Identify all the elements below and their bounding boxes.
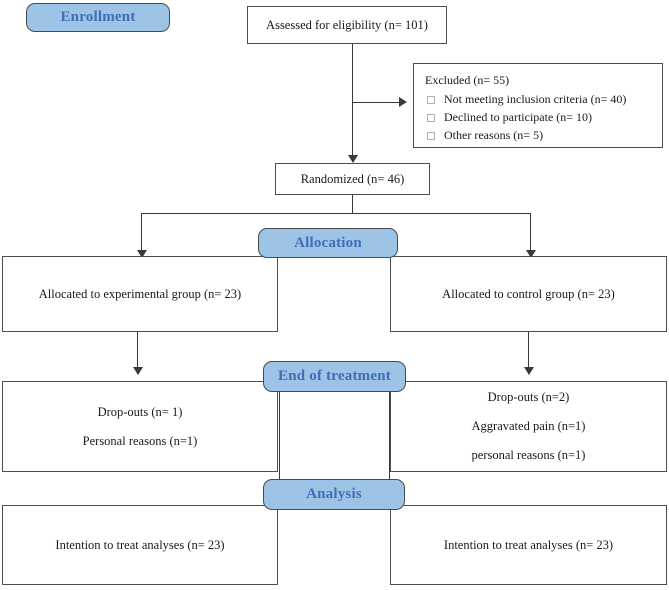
bullet-square-icon — [427, 132, 435, 141]
connector-control-to-end — [528, 332, 529, 374]
box-randomized: Randomized (n= 46) — [275, 163, 430, 195]
arrowhead-to-excluded — [399, 97, 407, 107]
dropouts-experimental-line: Drop-outs (n= 1) — [97, 404, 183, 419]
analysis-control-text: Intention to treat analyses (n= 23) — [443, 537, 614, 552]
stage-label-analysis: Analysis — [306, 486, 362, 502]
excluded-reason-text: Not meeting inclusion criteria (n= 40) — [444, 92, 627, 106]
box-allocated-control: Allocated to control group (n= 23) — [390, 256, 667, 332]
box-analysis-experimental: Intention to treat analyses (n= 23) — [2, 505, 278, 585]
dropouts-control-line: Drop-outs (n=2) — [487, 390, 570, 404]
box-allocated-experimental: Allocated to experimental group (n= 23) — [2, 256, 278, 332]
dropouts-control-line: personal reasons (n=1) — [471, 448, 586, 462]
arrowhead-to-control-allocation — [526, 250, 536, 258]
arrowhead-to-randomized — [348, 155, 358, 163]
box-dropouts-control: Drop-outs (n=2) Aggravated pain (n=1) pe… — [390, 381, 667, 472]
stage-label-end-of-treatment: End of treatment — [278, 368, 391, 384]
bullet-square-icon — [427, 114, 435, 123]
arrowhead-to-control-end — [524, 367, 534, 375]
arrowhead-to-experimental-end — [133, 367, 143, 375]
connector-experimental-to-end — [137, 332, 138, 374]
excluded-reason-item: Other reasons (n= 5) — [425, 127, 662, 143]
allocated-control-text: Allocated to control group (n= 23) — [442, 286, 615, 301]
box-assessed-for-eligibility: Assessed for eligibility (n= 101) — [247, 6, 447, 44]
box-excluded: Excluded (n= 55) Not meeting inclusion c… — [413, 63, 663, 148]
connector-control-to-analysis — [389, 392, 390, 505]
excluded-reason-text: Declined to participate (n= 10) — [444, 110, 593, 125]
stage-badge-enrollment: Enrollment — [26, 3, 170, 32]
randomized-text: Randomized (n= 46) — [300, 171, 405, 186]
box-analysis-control: Intention to treat analyses (n= 23) — [390, 505, 667, 585]
connector-randomized-split — [141, 213, 531, 214]
stage-badge-end-of-treatment: End of treatment — [263, 361, 406, 392]
arrowhead-to-experimental-allocation — [137, 250, 147, 258]
box-dropouts-experimental: Drop-outs (n= 1) Personal reasons (n=1) — [2, 381, 278, 472]
connector-split-right-down — [530, 213, 531, 258]
allocated-experimental-text: Allocated to experimental group (n= 23) — [38, 286, 242, 301]
dropouts-experimental-line: Personal reasons (n=1) — [82, 433, 198, 448]
analysis-experimental-text: Intention to treat analyses (n= 23) — [55, 537, 225, 552]
bullet-square-icon — [427, 96, 435, 104]
stage-label-allocation: Allocation — [294, 234, 362, 251]
stage-label-enrollment: Enrollment — [60, 9, 136, 25]
excluded-reason-item: Declined to participate (n= 10) — [425, 109, 662, 125]
stage-badge-analysis: Analysis — [263, 479, 405, 510]
assessed-text: Assessed for eligibility (n= 101) — [266, 17, 428, 32]
connector-experimental-to-analysis — [279, 392, 280, 505]
connector-split-left-down — [141, 213, 142, 258]
connector-to-excluded — [352, 102, 404, 103]
stage-badge-allocation: Allocation — [258, 228, 398, 258]
excluded-title: Excluded (n= 55) — [425, 73, 510, 87]
excluded-reason-list: Not meeting inclusion criteria (n= 40) D… — [425, 91, 662, 144]
excluded-reason-item: Not meeting inclusion criteria (n= 40) — [425, 91, 662, 107]
dropouts-control-line: Aggravated pain (n=1) — [471, 419, 586, 433]
connector-randomized-down — [352, 195, 353, 214]
excluded-reason-text: Other reasons (n= 5) — [444, 128, 544, 143]
connector-assessed-to-randomized — [352, 44, 353, 162]
